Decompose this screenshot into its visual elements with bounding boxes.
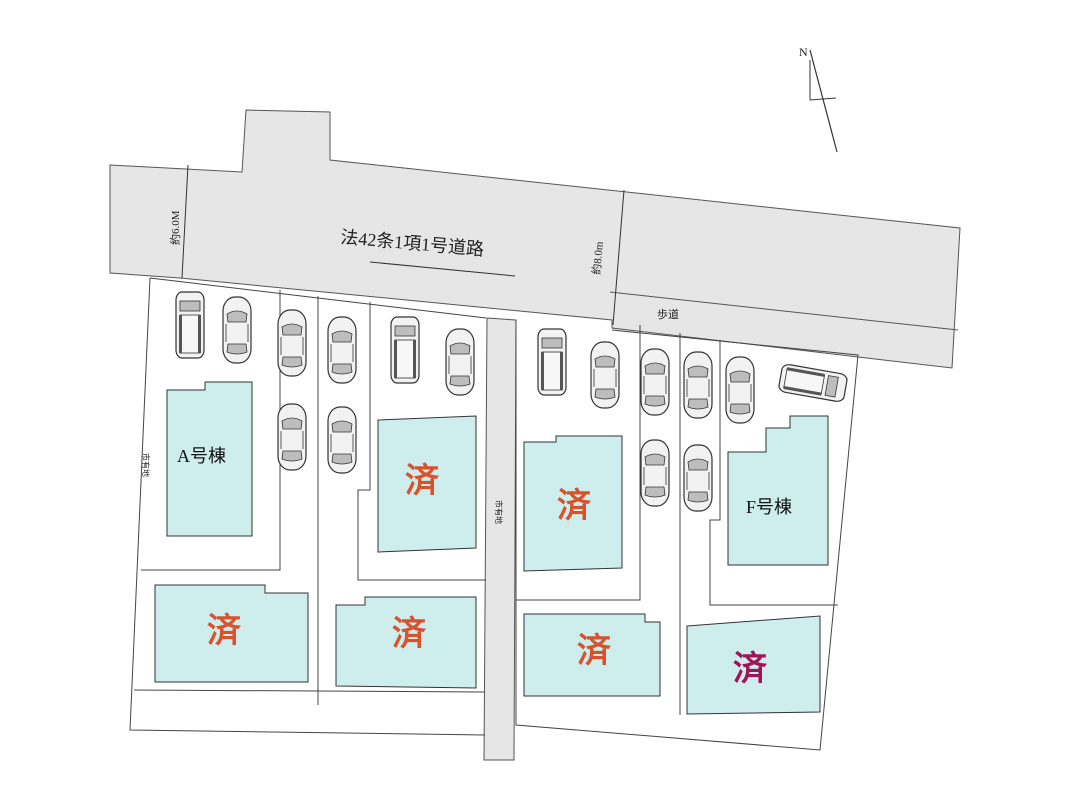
house-g xyxy=(523,613,661,697)
house-h xyxy=(686,615,821,715)
road-width-east: 約8.0m xyxy=(589,240,606,275)
car-icon xyxy=(640,439,670,507)
width-dimension-west xyxy=(181,164,189,279)
house-d xyxy=(335,596,477,689)
sold-mark-d: 済 xyxy=(392,615,427,653)
lot-label-f: F号棟 xyxy=(746,497,792,517)
sidewalk-label: 歩道 xyxy=(657,307,679,321)
north-label: N xyxy=(799,45,808,59)
lot-label-a: A号棟 xyxy=(177,446,226,466)
car-icon xyxy=(277,309,307,377)
sold-mark-c: 済 xyxy=(207,612,242,650)
car-icon xyxy=(327,316,357,384)
sold-mark-g: 済 xyxy=(577,632,612,670)
car-icon xyxy=(175,291,205,359)
car-icon xyxy=(590,341,620,409)
car-icon xyxy=(537,328,567,396)
car-icon xyxy=(683,444,713,512)
car-icon xyxy=(390,316,420,384)
width-dimension-east xyxy=(612,189,625,326)
car-icon xyxy=(683,351,713,419)
alley-label-west: 市有地 xyxy=(141,453,151,477)
car-icon xyxy=(222,296,252,364)
road-name-underline xyxy=(369,261,516,277)
house-b xyxy=(377,415,477,553)
sold-mark-b: 済 xyxy=(405,462,440,500)
house-a xyxy=(166,381,253,537)
car-icon xyxy=(725,356,755,424)
car-icon xyxy=(777,362,849,404)
house-e xyxy=(523,435,623,572)
house-f xyxy=(727,415,829,566)
car-icon xyxy=(327,406,357,474)
house-c xyxy=(154,584,309,683)
alley-label-center: 市有地 xyxy=(494,500,504,524)
sold-mark-e: 済 xyxy=(557,487,592,525)
city-alley xyxy=(483,317,517,761)
north-compass-icon: N xyxy=(799,45,838,153)
sidewalk-line xyxy=(609,291,959,331)
main-road xyxy=(109,109,961,369)
car-icon xyxy=(277,403,307,471)
car-icon xyxy=(445,328,475,396)
road-width-west: 約6.0M xyxy=(168,210,182,245)
sold-mark-h: 済 xyxy=(733,650,768,688)
lot-boundaries xyxy=(129,277,859,751)
car-icon xyxy=(640,348,670,416)
